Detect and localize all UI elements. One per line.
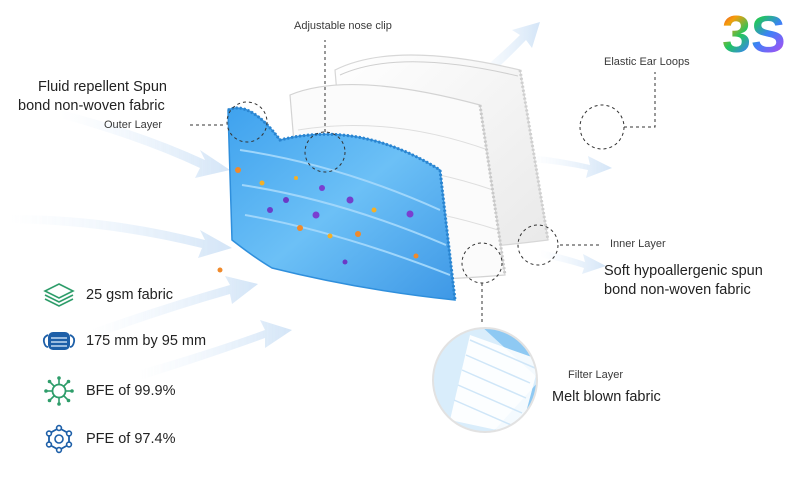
nose-clip-label: Adjustable nose clip: [294, 20, 392, 32]
logo-text: 3S: [722, 6, 786, 56]
mask-icon: [42, 326, 76, 356]
feature-text: 25 gsm fabric: [86, 287, 174, 303]
inner-layer-desc-line1: Soft hypoallergenic spun: [604, 263, 763, 279]
filter-layer-label: Filter Layer: [568, 369, 624, 381]
filter-layer-desc: Melt blown fabric: [552, 389, 661, 405]
feature-text: PFE of 97.4%: [86, 431, 176, 447]
feature-item-size: 175 mm by 95 mm: [42, 326, 206, 356]
feature-item-bfe: BFE of 99.9%: [42, 376, 175, 406]
germ-particles: [217, 167, 419, 273]
inner-layer-desc-line2: bond non-woven fabric: [604, 282, 751, 298]
feature-text: 175 mm by 95 mm: [86, 333, 207, 349]
molecule-icon: [42, 424, 76, 454]
virus-icon: [42, 376, 76, 406]
layers-icon: [42, 280, 76, 310]
callouts: [190, 40, 656, 325]
feature-item-pfe: PFE of 97.4%: [42, 424, 175, 454]
feature-text: BFE of 99.9%: [86, 383, 176, 399]
filter-zoom-view: [432, 327, 538, 433]
outer-layer-label: Outer Layer: [104, 119, 163, 131]
feature-item-gsm: 25 gsm fabric: [42, 280, 173, 310]
ear-loops-label: Elastic Ear Loops: [604, 56, 690, 68]
outer-layer-desc-line2: bond non-woven fabric: [18, 98, 165, 114]
outer-layer-desc-line1: Fluid repellent Spun: [38, 79, 167, 95]
outer-layer-sheet: [227, 106, 457, 301]
airflow-arrows: [10, 22, 612, 380]
brand-logo: 3S: [722, 6, 786, 56]
inner-layer-label: Inner Layer: [610, 238, 666, 250]
